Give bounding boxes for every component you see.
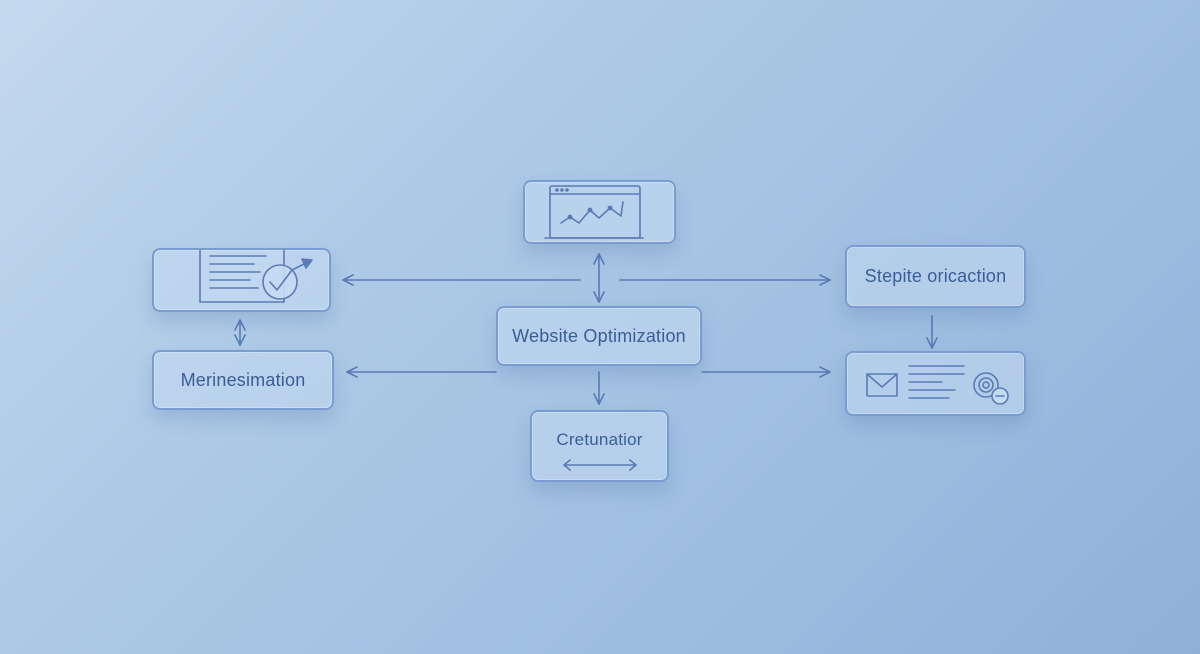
double-arrow-icon [562,459,637,471]
document-check-card [152,248,331,312]
mail-document-card [845,351,1026,416]
node-website-optimization: Website Optimization [496,306,702,366]
chart-window-card [523,180,676,244]
mail-document-target-icon [866,365,1009,405]
node-cretunatior: Cretunatior [530,410,669,482]
document-check-icon [199,250,313,303]
node-website-optimization-label: Website Optimization [512,325,686,346]
node-stepite-oricaction: Stepite oricaction [845,245,1026,308]
node-merinesimation-label: Merinesimation [180,369,306,390]
node-merinesimation: Merinesimation [152,350,334,410]
line-chart-window-icon [544,185,644,239]
node-cretunatior-label: Cretunatior [556,430,643,449]
node-stepite-oricaction-label: Stepite oricaction [864,266,1007,286]
